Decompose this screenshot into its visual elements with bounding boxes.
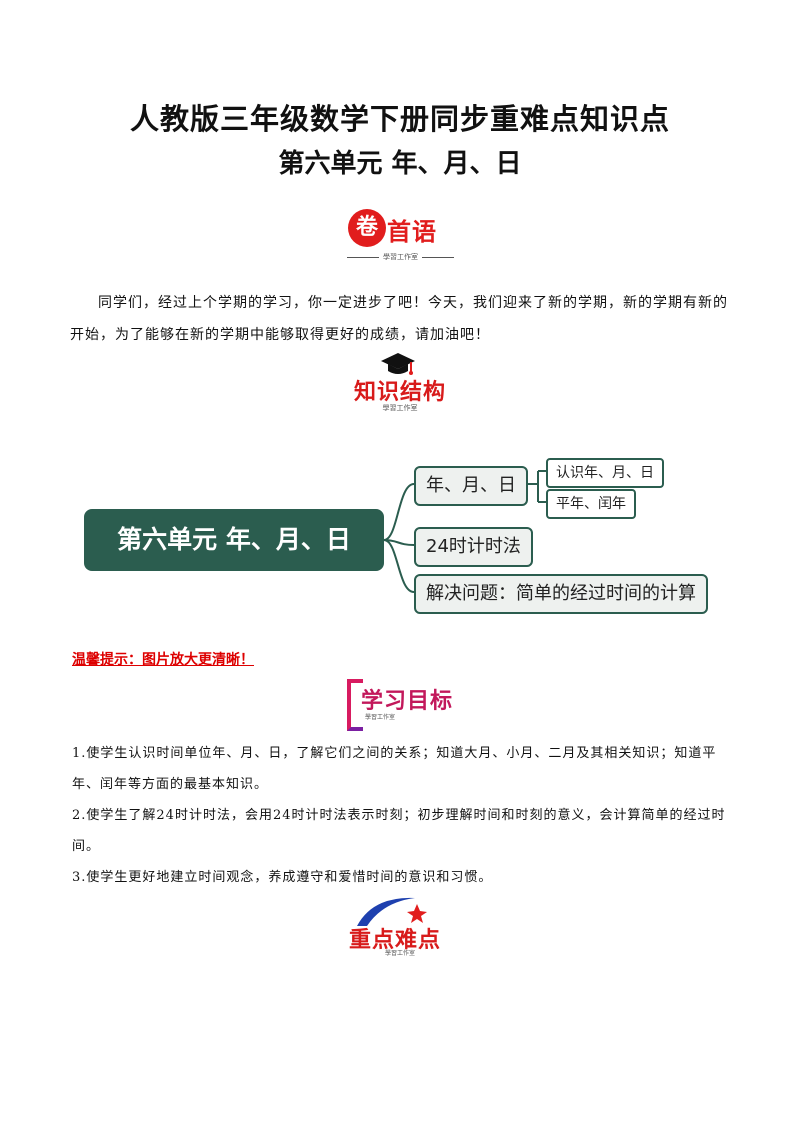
tip-text: 温馨提示：图片放大更清晰！ (72, 652, 254, 668)
preface-badge-circle: 卷 (348, 209, 386, 247)
goals-badge: 学习目标 學習工作室 (345, 677, 455, 731)
mindmap-root: 第六单元 年、月、日 (84, 509, 384, 571)
goals-bracket-icon (347, 679, 363, 731)
swoosh-star-icon (357, 897, 427, 926)
preface-badge-sub: 學習工作室 (343, 252, 458, 262)
structure-badge-text: 知识结构 (353, 380, 446, 405)
objective-1: 1.使学生认识时间单位年、月、日，了解它们之间的关系；知道大月、小月、二月及其相… (72, 746, 717, 792)
objective-2: 2.使学生了解24时计时法，会用24时计时法表示时刻；初步理解时间和时刻的意义，… (72, 808, 726, 854)
keypoints-badge: 重点难点 學習工作室 (345, 894, 455, 964)
document-title: 人教版三年级数学下册同步重难点知识点 (129, 102, 670, 136)
goals-badge-sub: 學習工作室 (365, 714, 396, 721)
goals-badge-text: 学习目标 (361, 689, 454, 714)
keypoints-badge-text: 重点难点 (349, 928, 442, 953)
structure-badge-sub: 學習工作室 (382, 404, 418, 412)
mindmap-branch-ymd: 年、月、日 (414, 466, 528, 506)
mindmap-branch-24h: 24时计时法 (414, 527, 533, 567)
objective-3: 3.使学生更好地建立时间观念，养成遵守和爱惜时间的意识和习惯。 (72, 870, 493, 885)
preface-badge: 卷 首语 學習工作室 (343, 206, 463, 266)
mindmap-leaf-leap: 平年、闰年 (546, 489, 636, 519)
mindmap-leaf-know: 认识年、月、日 (546, 458, 664, 488)
mindmap-branch-problem: 解决问题：简单的经过时间的计算 (414, 574, 708, 614)
keypoints-badge-sub: 學習工作室 (384, 950, 415, 957)
intro-paragraph: 同学们，经过上个学期的学习，你一定进步了吧！今天，我们迎来了新的学期，新的学期有… (70, 295, 728, 343)
graduation-cap-icon (381, 353, 415, 375)
preface-badge-text: 首语 (387, 218, 437, 246)
document-subtitle: 第六单元 年、月、日 (278, 149, 522, 179)
